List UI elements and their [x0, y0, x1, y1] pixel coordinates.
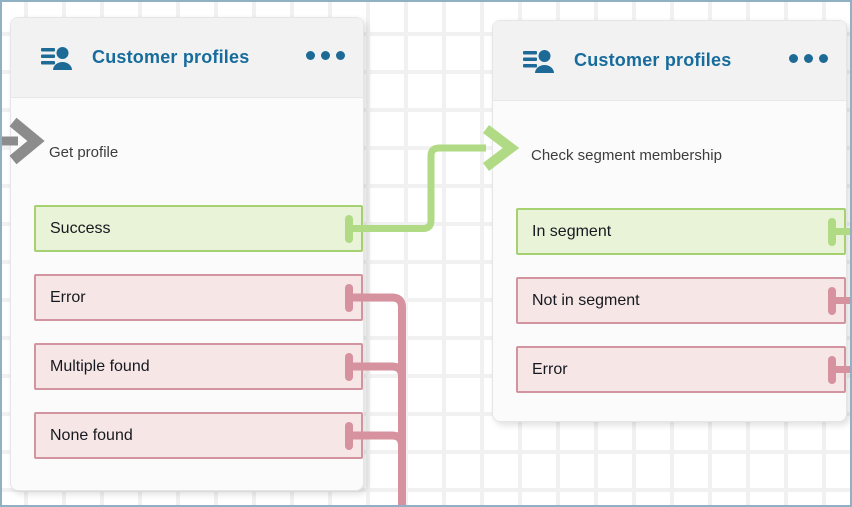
- branch-label: Error: [532, 360, 568, 378]
- branch-label: Success: [50, 219, 111, 237]
- block-body: Check segment membership In segment Not …: [493, 147, 846, 393]
- block-title: Customer profiles: [574, 50, 732, 70]
- output-port[interactable]: [345, 421, 353, 450]
- flow-block-check-segment-membership[interactable]: Customer profiles Check segment membersh…: [492, 20, 847, 422]
- branch-list: In segment Not in segment Error: [493, 208, 846, 393]
- customer-profiles-icon: [41, 44, 75, 71]
- branch-none-found[interactable]: None found: [34, 412, 363, 459]
- branch-list: Success Error Multiple found None found: [11, 205, 363, 459]
- flow-block-get-profile[interactable]: Customer profiles Get profile Success Er…: [10, 17, 364, 491]
- ellipsis-menu-icon[interactable]: [304, 49, 347, 62]
- block-header: Customer profiles: [11, 18, 363, 98]
- output-port[interactable]: [828, 217, 836, 246]
- output-port[interactable]: [345, 352, 353, 381]
- branch-label: Not in segment: [532, 291, 640, 309]
- branch-label: In segment: [532, 222, 612, 240]
- branch-label: None found: [50, 426, 133, 444]
- branch-not-in-segment[interactable]: Not in segment: [516, 277, 846, 324]
- customer-profiles-icon: [523, 47, 557, 74]
- output-port[interactable]: [345, 283, 353, 312]
- branch-in-segment[interactable]: In segment: [516, 208, 846, 255]
- branch-label: Multiple found: [50, 357, 150, 375]
- branch-label: Error: [50, 288, 86, 306]
- branch-error[interactable]: Error: [516, 346, 846, 393]
- block-header: Customer profiles: [493, 21, 846, 101]
- branch-error[interactable]: Error: [34, 274, 363, 321]
- output-port[interactable]: [345, 214, 353, 243]
- output-port[interactable]: [828, 355, 836, 384]
- output-port[interactable]: [828, 286, 836, 315]
- ellipsis-menu-icon[interactable]: [787, 52, 830, 65]
- branch-success[interactable]: Success: [34, 205, 363, 252]
- step-label: Check segment membership: [531, 147, 722, 164]
- success-connector[interactable]: [352, 144, 486, 232]
- step-label: Get profile: [49, 144, 119, 161]
- block-body: Get profile Success Error Multiple found…: [11, 144, 363, 459]
- block-title: Customer profiles: [92, 47, 250, 67]
- branch-multiple-found[interactable]: Multiple found: [34, 343, 363, 390]
